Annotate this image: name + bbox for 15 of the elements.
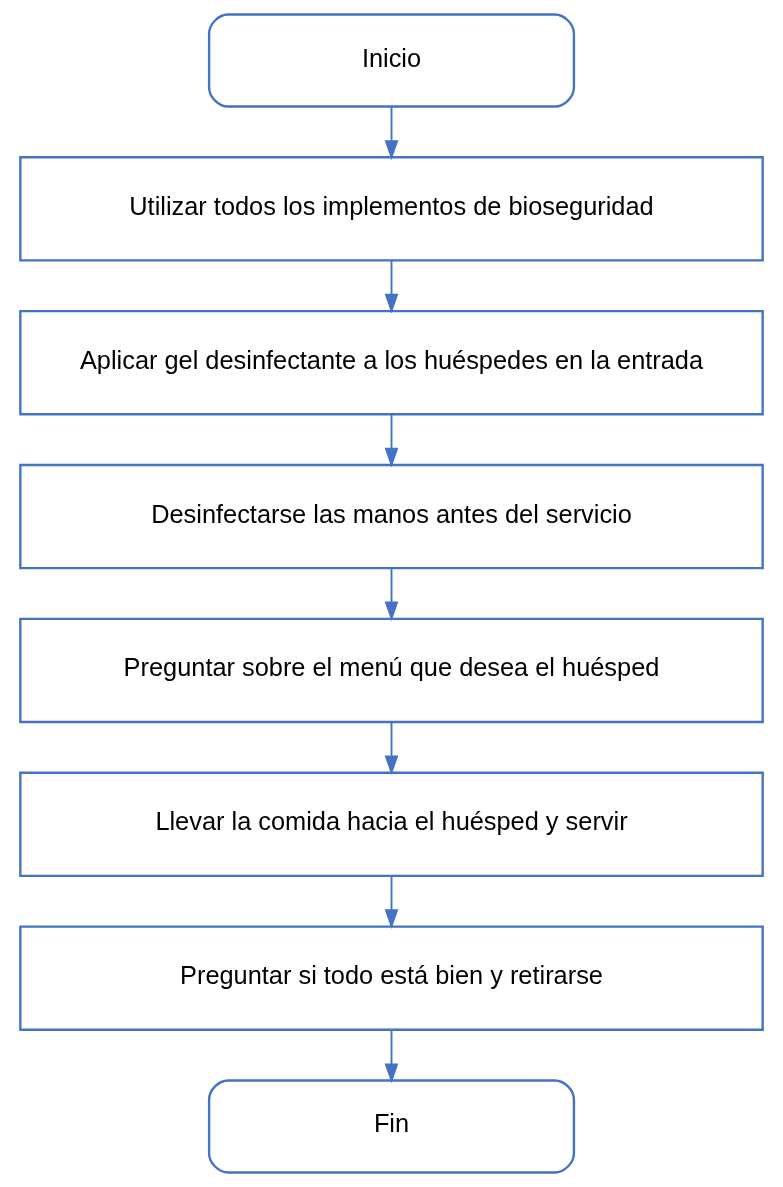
node-box: Utilizar todos los implementos de bioseguridad — [19, 156, 764, 262]
node-box: Inicio — [207, 13, 576, 108]
arrow — [384, 1029, 399, 1084]
node-box: Llevar la comida hacia el huésped y servir — [19, 771, 764, 878]
arrow — [384, 413, 399, 468]
node-box: Preguntar si todo está bien y retirarse — [19, 925, 764, 1031]
node-box: Preguntar sobre el menú que desea el huésped — [19, 617, 764, 724]
arrow — [384, 567, 399, 622]
arrow — [384, 721, 399, 776]
arrow — [384, 875, 399, 929]
node-box: Aplicar gel desinfectante a los huéspedes en la entrada — [19, 310, 764, 416]
arrow — [384, 259, 399, 314]
arrow — [384, 106, 399, 160]
node-box: Desinfectarse las manos antes del servicio — [19, 463, 764, 570]
node-box: Fin — [207, 1079, 576, 1174]
